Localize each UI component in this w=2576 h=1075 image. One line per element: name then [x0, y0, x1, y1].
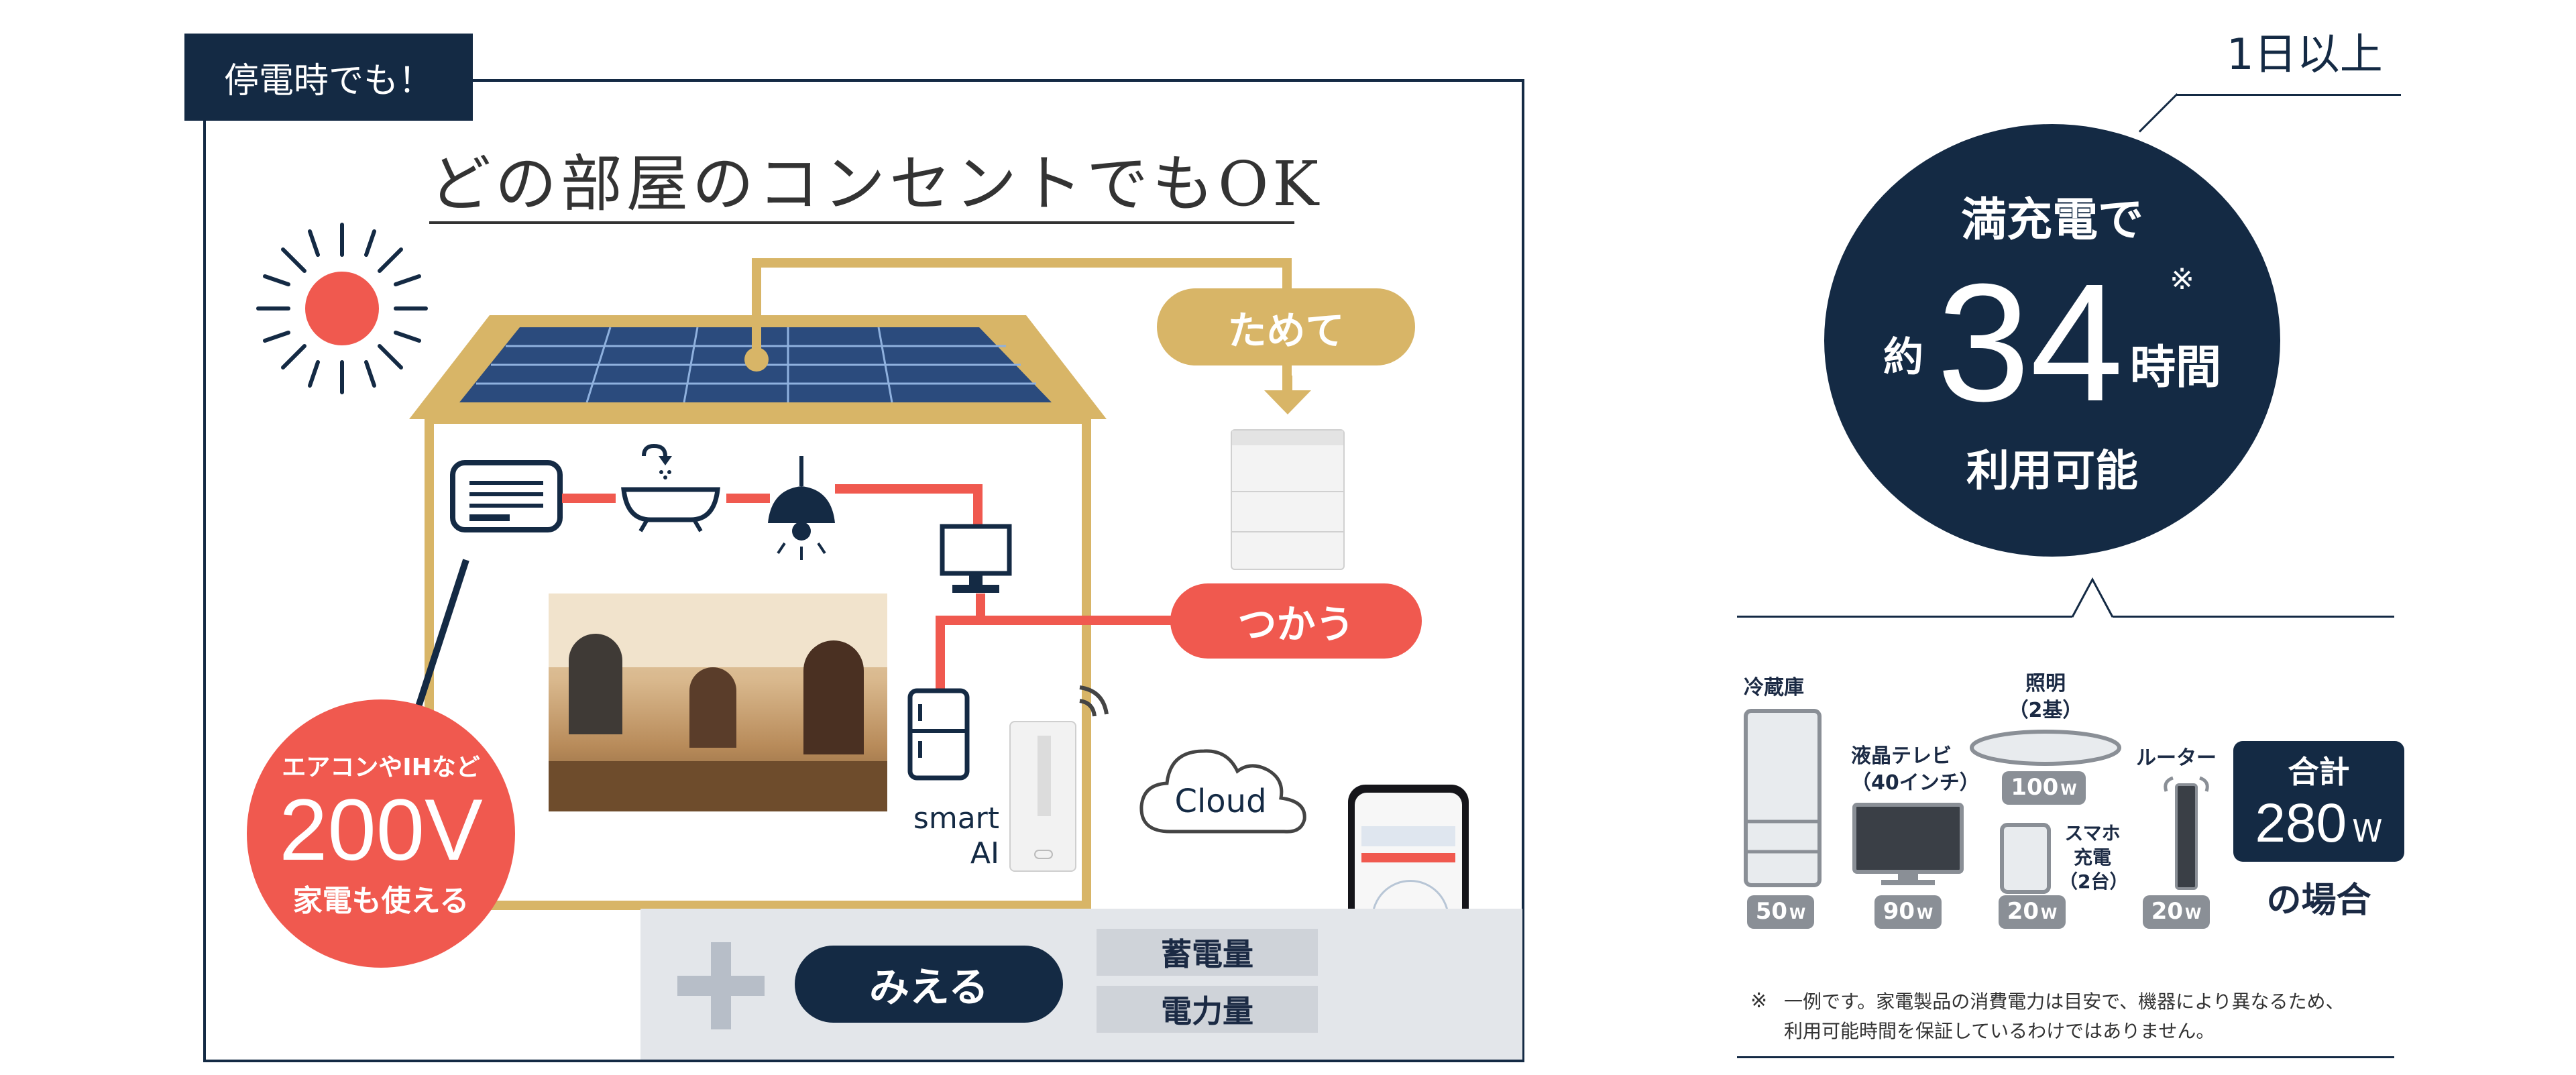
fridge-label: 冷蔵庫	[1744, 676, 1804, 699]
sun-icon	[256, 223, 428, 394]
storage-amount-label: 蓄電量	[1097, 929, 1318, 976]
note-rule	[1737, 1056, 2394, 1058]
store-label: ためて	[1157, 288, 1415, 365]
blackout-tag: 停電時でも！	[184, 34, 473, 121]
plus-icon	[677, 942, 765, 1029]
cloud-label: Cloud	[1140, 781, 1301, 822]
wire-lamp-tv	[835, 484, 983, 494]
runtime-prefix: 約	[1883, 334, 1923, 381]
volt-200-circle: エアコンやIHなど 200V 家電も使える	[247, 699, 515, 968]
battery-unit	[1231, 429, 1345, 570]
tv-icon	[1852, 803, 1964, 885]
callout-label: 1日以上	[2227, 20, 2401, 87]
runtime-unit: 時間	[2130, 341, 2222, 394]
smart-ai-unit	[1009, 721, 1076, 872]
total-value-row: 280 W	[2255, 792, 2382, 855]
storage-amount-text: 蓄電量	[1161, 936, 1253, 972]
total-value: 280	[2255, 793, 2347, 854]
runtime-number: 34	[1936, 249, 2124, 436]
wire-tv-use	[976, 593, 985, 620]
runtime-line1: 満充電で	[1960, 194, 2143, 247]
air-conditioner-icon	[450, 460, 563, 532]
wire-ac-bath	[562, 494, 616, 503]
refrigerator-icon	[907, 688, 970, 781]
fridge-icon	[1744, 709, 1822, 887]
solar-wire-top	[752, 258, 1292, 268]
solar-wire-up	[752, 258, 761, 362]
router-icon	[2164, 776, 2209, 890]
solar-wire-node	[744, 347, 769, 372]
see-label: みえる	[795, 946, 1063, 1023]
runtime-line3: 利用可能	[1966, 447, 2138, 496]
store-label-text: ためて	[1227, 307, 1345, 353]
blackout-tag-text: 停電時でも！	[223, 60, 433, 101]
wire-bath-lamp	[726, 494, 770, 503]
total-suffix-text: の場合	[2266, 881, 2371, 921]
main-panel	[203, 79, 1524, 1062]
runtime-circle: 満充電で 約 34 時間 ※ 利用可能	[1824, 124, 2280, 557]
tv-label: 液晶テレビ （40インチ）	[1851, 744, 1980, 795]
power-amount-text: 電力量	[1161, 993, 1253, 1029]
volt-200-top: エアコンやIHなど	[282, 754, 480, 781]
use-label-text: つかう	[1237, 602, 1355, 647]
phone-charge-label: スマホ 充電 （2台）	[2059, 822, 2129, 893]
router-label: ルーター	[2136, 746, 2217, 770]
light-label: 照明 （2基）	[2008, 672, 2083, 722]
separator-left	[1737, 616, 2072, 618]
use-label: つかう	[1170, 583, 1422, 659]
ceiling-light-icon	[1970, 730, 2121, 766]
volt-200-bottom: 家電も使える	[292, 884, 469, 918]
total-box: 合計 280 W	[2233, 741, 2404, 862]
pendant-lamp-icon	[768, 456, 835, 560]
separator-right	[2113, 616, 2394, 618]
smart-ai-label: smart AI	[913, 801, 999, 870]
family-photo	[549, 593, 887, 811]
total-label: 合計	[2288, 754, 2350, 790]
volt-200-big: 200V	[279, 781, 483, 879]
cloud-icon	[1139, 749, 1306, 834]
see-label-text: みえる	[869, 964, 989, 1011]
cloud-label-text: Cloud	[1174, 783, 1267, 820]
callout-label-text: 1日以上	[2227, 30, 2383, 80]
total-suffix: の場合	[2233, 872, 2404, 922]
bathtub-icon	[621, 443, 720, 532]
callout-rule	[2176, 94, 2401, 96]
page-headline-text: どの部屋のコンセントでもOK	[429, 148, 1323, 220]
page-headline: どの部屋のコンセントでもOK	[429, 134, 1319, 221]
wire-use-horizontal	[936, 616, 1190, 625]
total-unit: W	[2352, 813, 2383, 849]
runtime-note-mark: ※	[2170, 262, 2195, 296]
power-amount-label: 電力量	[1097, 986, 1318, 1033]
desktop-monitor-icon	[940, 524, 1012, 593]
separator-notch	[2071, 577, 2114, 618]
headline-underline	[429, 221, 1294, 224]
wifi-signal-icon	[1079, 685, 1109, 717]
runtime-middle: 約 34 時間 ※	[1883, 249, 2222, 436]
note-mark: ※	[1750, 989, 1768, 1013]
footnote: 一例です。家電製品の消費電力は目安で、機器により異なるため、 利用可能時間を保証…	[1784, 991, 2345, 1042]
smartphone-icon	[2000, 823, 2051, 894]
monitor-band	[640, 909, 1522, 1060]
callout-pointer	[2138, 93, 2178, 133]
store-arrow-icon	[1264, 376, 1311, 414]
wire-to-fridge	[936, 616, 945, 693]
wire-tv-down	[973, 484, 983, 524]
